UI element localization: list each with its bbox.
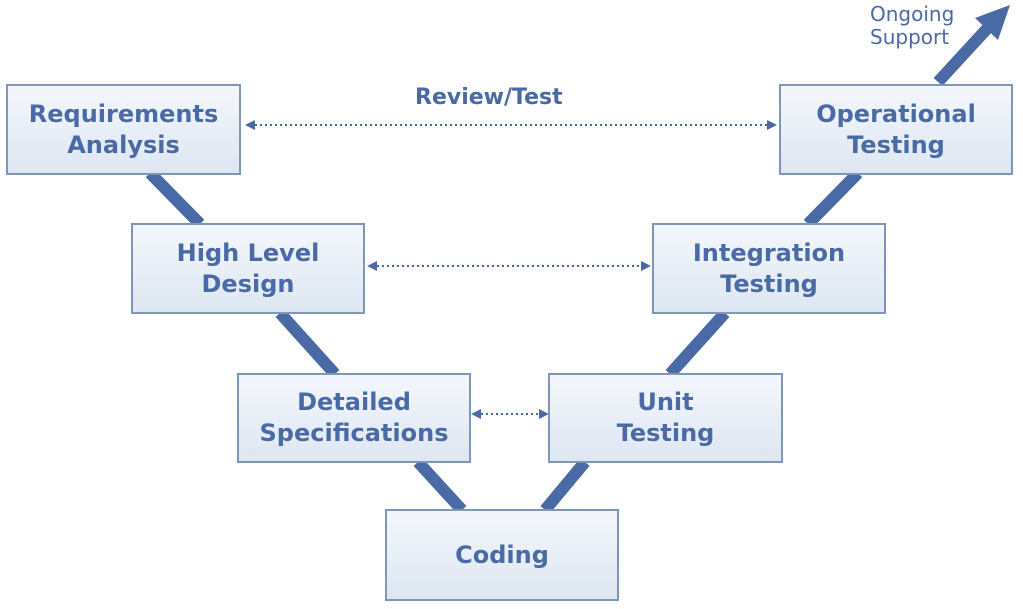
review-test-label: Review/Test <box>415 85 563 110</box>
box-coding: Coding <box>385 509 619 601</box>
box-high-level-design: High Level Design <box>131 223 365 314</box>
box-requirements-analysis: Requirements Analysis <box>6 84 241 175</box>
connector-coding-to-unit <box>540 458 590 514</box>
connector-integration-to-operational <box>803 168 863 229</box>
box-integration-testing: Integration Testing <box>652 223 886 314</box>
box-detailed-specifications: Detailed Specifications <box>237 373 471 463</box>
connector-detailed-to-coding <box>413 457 467 515</box>
connector-requirements-to-high-level <box>145 168 205 229</box>
connector-high-level-to-detailed <box>275 308 340 379</box>
box-unit-testing: Unit Testing <box>548 373 783 463</box>
ongoing-support-label: Ongoing Support <box>870 2 955 49</box>
connector-unit-to-integration <box>665 308 730 379</box>
box-operational-testing: Operational Testing <box>779 84 1013 175</box>
ongoing-support-arrowhead-icon <box>975 5 1010 40</box>
ongoing-support-arrow-shaft <box>933 15 1000 87</box>
